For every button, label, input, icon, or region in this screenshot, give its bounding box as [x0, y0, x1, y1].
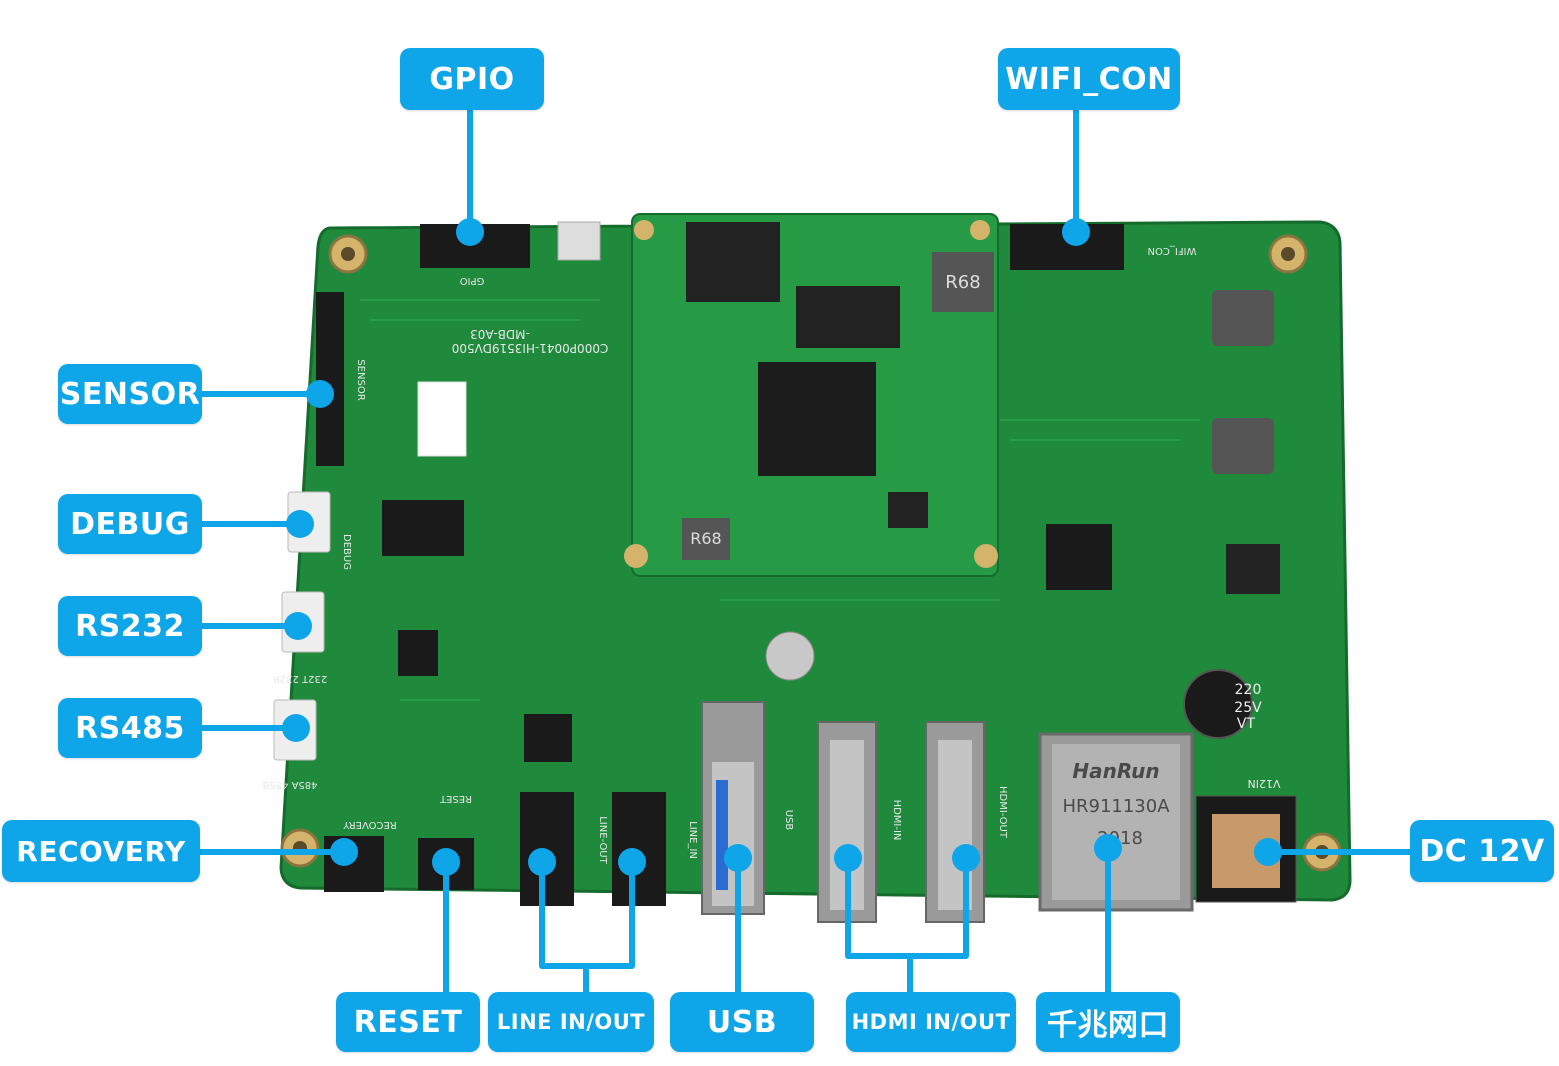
svg-text:HDMI-OUT: HDMI-OUT	[997, 786, 1008, 839]
gpio-label: GPIO	[400, 48, 544, 110]
svg-text:RECOVERY: RECOVERY	[342, 819, 396, 830]
hdmi-leader	[845, 862, 969, 994]
svg-text:220: 220	[1235, 682, 1262, 698]
svg-text:V12IN: V12IN	[1248, 777, 1281, 790]
svg-text:232T 232R: 232T 232R	[273, 673, 327, 684]
reset-label: RESET	[336, 992, 480, 1052]
rs232-label: RS232	[58, 596, 202, 656]
svg-text:USB: USB	[783, 810, 794, 831]
electrolytic-capacitor: 220 25V VT	[1183, 669, 1262, 739]
recovery-label: RECOVERY	[2, 820, 200, 882]
inductor-right-2	[1212, 418, 1274, 474]
soc-chip	[758, 362, 876, 476]
inductor-top-label: R68	[945, 272, 980, 293]
svg-text:VT: VT	[1237, 716, 1256, 732]
line-in-jack	[612, 792, 666, 906]
ddr-chip	[796, 286, 900, 348]
boot-connector	[557, 221, 601, 261]
ethernet-jack: HanRun HR911130A 2018	[1038, 732, 1194, 912]
svg-text:HDMI-IN: HDMI-IN	[891, 800, 902, 841]
white-pad	[417, 381, 467, 457]
usb-label: USB	[670, 992, 814, 1052]
svg-text:LINE-OUT: LINE-OUT	[597, 816, 608, 864]
hdmi-in-out-label: HDMI IN/OUT	[846, 992, 1016, 1052]
leader-dots	[282, 218, 1282, 876]
sensor-label: SENSOR	[58, 364, 202, 424]
inductor-bottom	[682, 518, 730, 560]
board-id-text: C000P0041-HI3519DV500	[452, 341, 609, 355]
svg-text:485A 485B: 485A 485B	[262, 779, 317, 790]
svg-text:GPIO: GPIO	[460, 275, 485, 286]
svg-text:WIFI_CON: WIFI_CON	[1148, 245, 1197, 256]
ethernet-label: 千兆网口	[1036, 992, 1180, 1052]
svg-text:HanRun: HanRun	[1072, 759, 1159, 783]
phy-chip	[1046, 524, 1112, 590]
rs485-label: RS485	[58, 698, 202, 758]
core-module: R68 R68	[624, 213, 999, 577]
debug-label: DEBUG	[58, 494, 202, 554]
board-rev-text: -MDB-A03	[470, 327, 530, 341]
svg-text:RESET: RESET	[439, 793, 472, 804]
debug-ic	[382, 500, 464, 556]
inductor-top	[932, 252, 994, 312]
line-in-out-leader	[539, 866, 635, 994]
sensor-connector: SENSOR	[316, 292, 366, 466]
leader-lines	[196, 108, 1410, 994]
svg-text:DEBUG: DEBUG	[341, 534, 352, 570]
rs232-ic	[398, 630, 438, 676]
flash-chip	[686, 222, 780, 302]
svg-text:25V: 25V	[1234, 700, 1262, 716]
dc12v-label: DC 12V	[1410, 820, 1554, 882]
capacitor-small	[765, 631, 815, 681]
line-in-out-label: LINE IN/OUT	[488, 992, 654, 1052]
inductor-right-3	[1226, 544, 1280, 594]
svg-text:LINE_IN: LINE_IN	[687, 821, 698, 859]
inductor-bottom-label: R68	[690, 529, 721, 548]
svg-text:HR911130A: HR911130A	[1062, 796, 1170, 817]
wifi-con-label: WIFI_CON	[998, 48, 1180, 110]
svg-text:SENSOR: SENSOR	[355, 359, 366, 400]
audio-codec	[524, 714, 572, 762]
inductor-right-1	[1212, 290, 1274, 346]
usb-port: USB	[701, 701, 794, 915]
